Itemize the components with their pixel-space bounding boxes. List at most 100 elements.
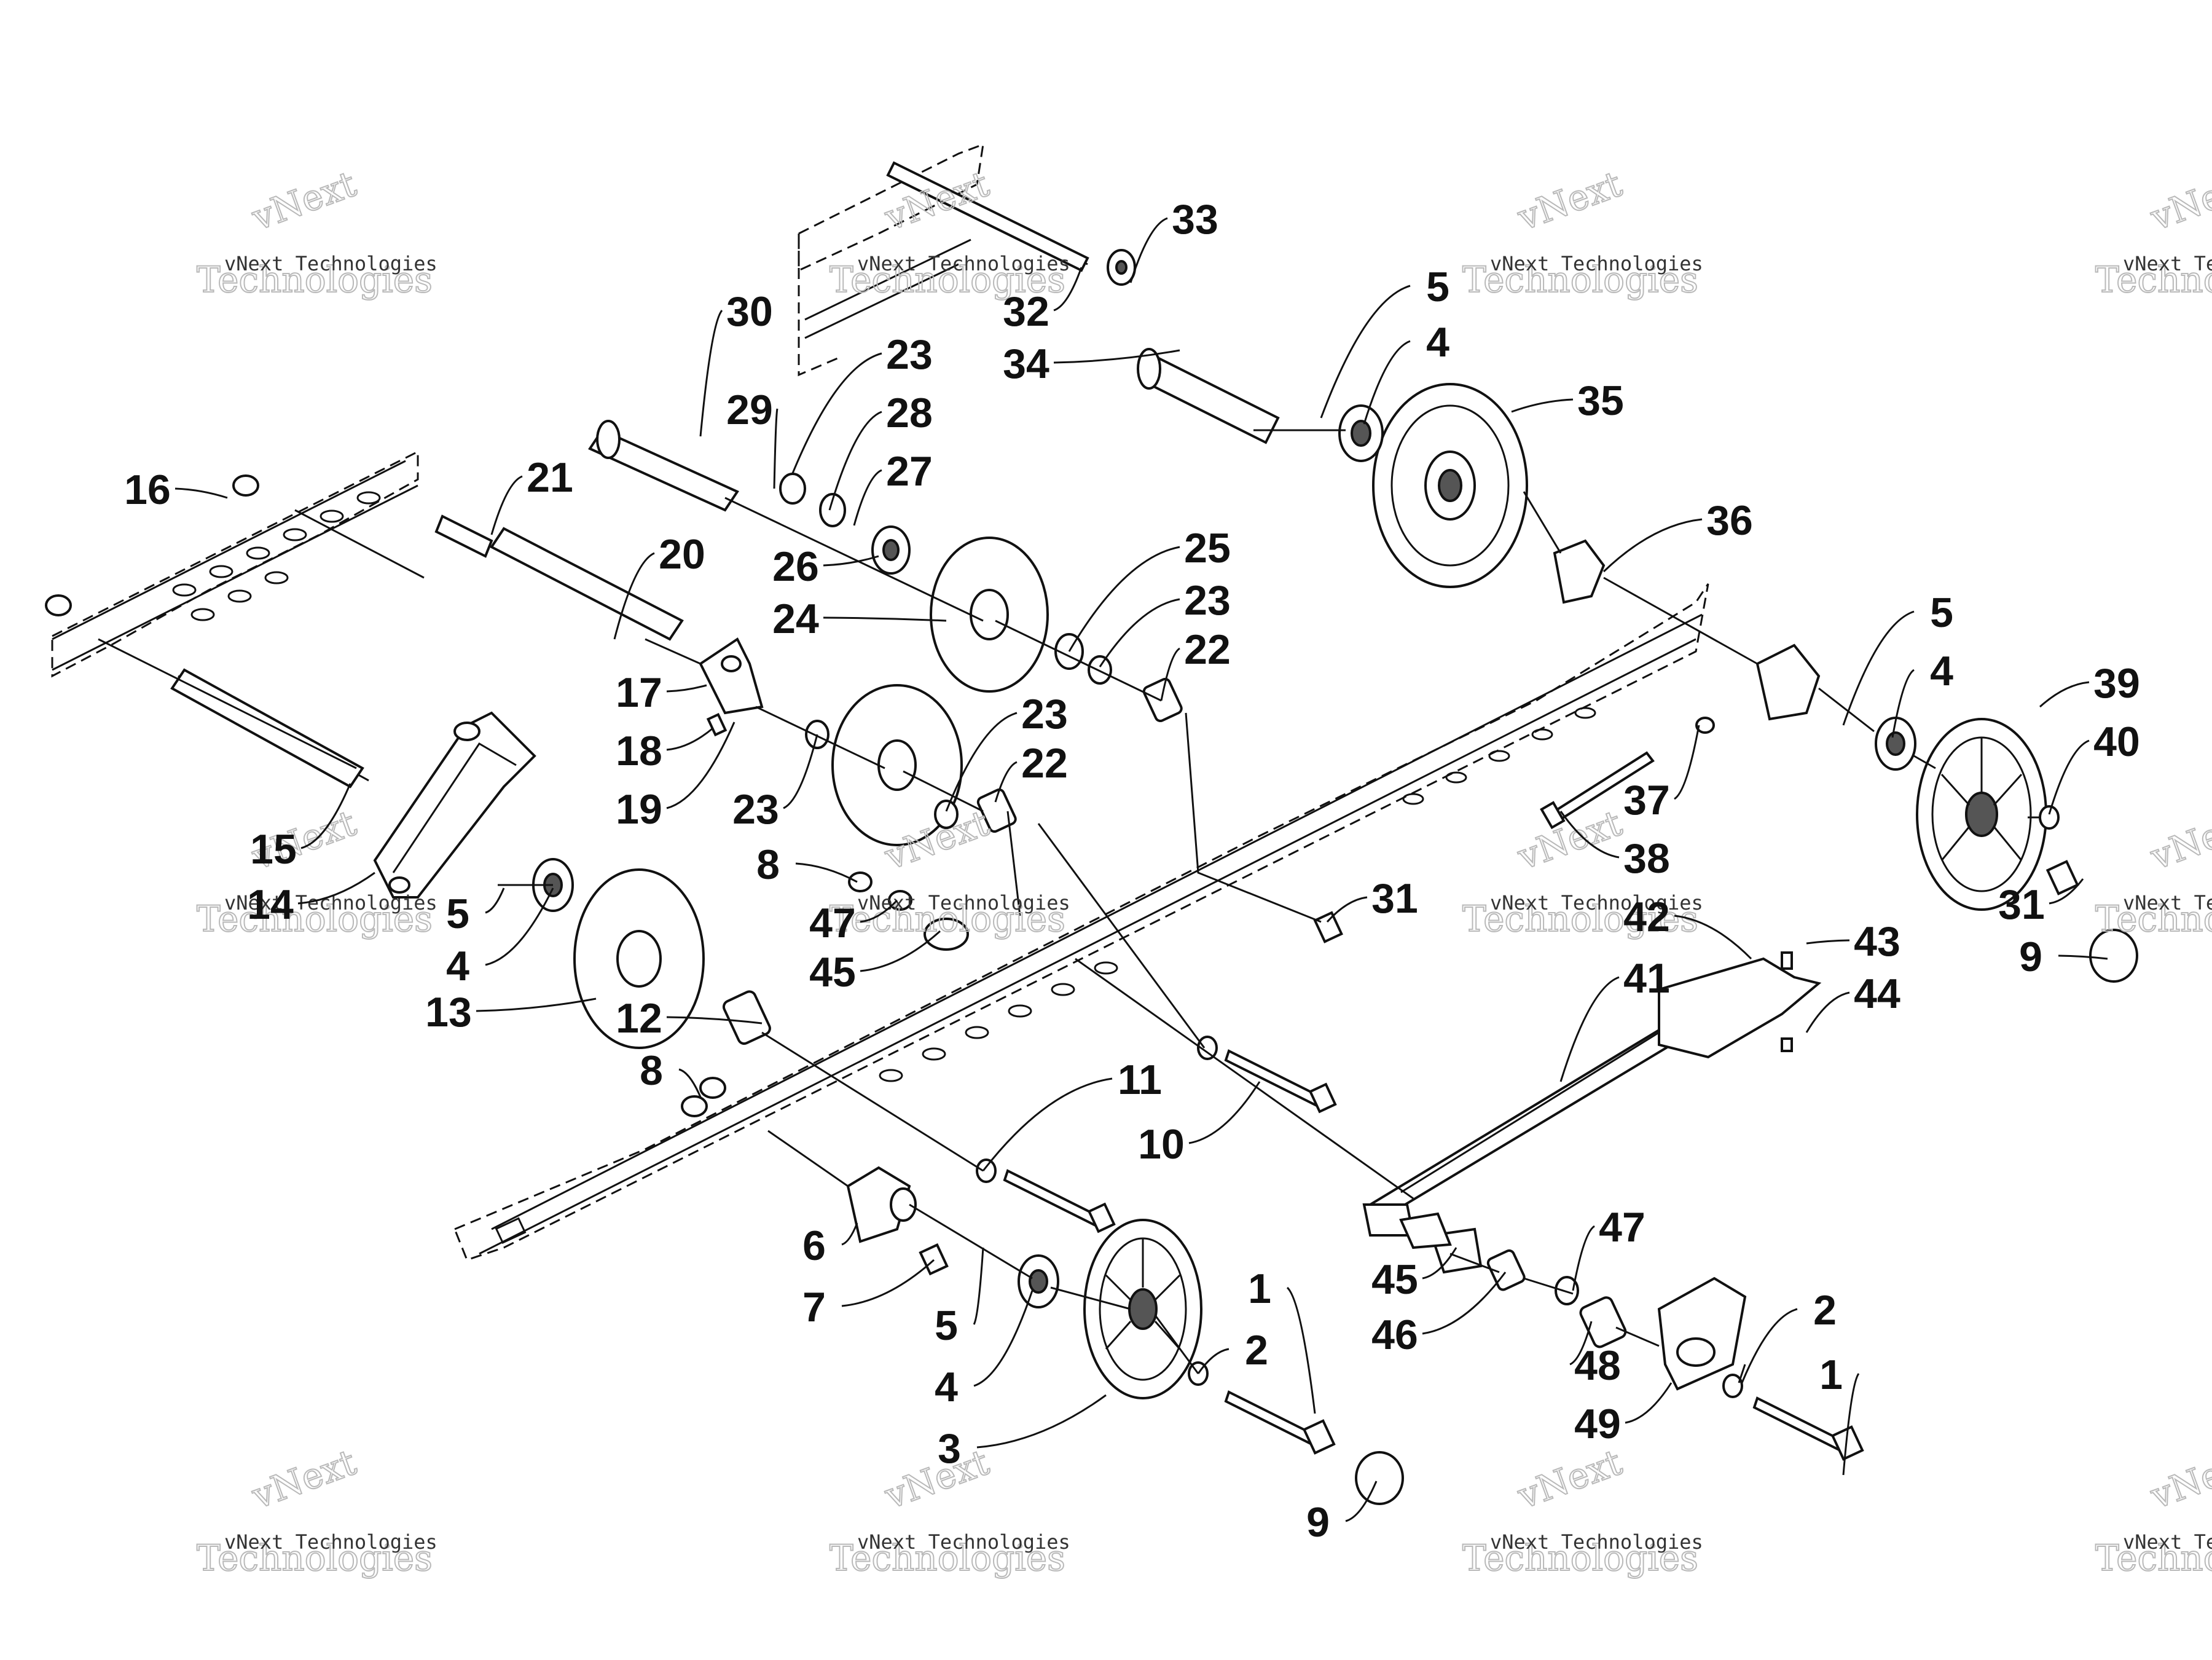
part-callout-4: 4 [446, 943, 469, 989]
part-callout-45: 45 [1371, 1256, 1418, 1303]
part-callout-31: 31 [1998, 881, 2045, 928]
leader-line [791, 352, 882, 474]
watermark-caption: vNext Technologies [857, 891, 1070, 915]
leader-line [2049, 878, 2084, 905]
part-callout-21: 21 [527, 454, 573, 501]
leader-line [1805, 991, 1850, 1033]
watermark-caption: vNext Tec [2123, 891, 2212, 915]
part-callout-10: 10 [1138, 1121, 1185, 1168]
leader-line [1068, 546, 1180, 652]
shafts [170, 161, 1280, 789]
watermark-caption: vNext Tec [2123, 1530, 2212, 1554]
leader-line [1572, 1225, 1595, 1291]
part-callout-7: 7 [802, 1284, 826, 1331]
part-callout-42: 42 [1623, 894, 1670, 940]
watermark-caption: vNext Technologies [1490, 1530, 1703, 1554]
leader-line [1674, 915, 1752, 960]
part-callout-17: 17 [616, 669, 662, 716]
leader-lines [175, 217, 2108, 1522]
part-callout-39: 39 [2093, 660, 2140, 707]
part-callout-30: 30 [726, 288, 773, 335]
leader-line [1559, 976, 1620, 1082]
leader-line [860, 930, 941, 972]
watermark-caption: vNext Technologies [857, 1530, 1070, 1554]
leader-line [678, 1068, 702, 1098]
part-callout-8: 8 [756, 841, 780, 888]
watermark-company: Technologies [1462, 259, 1698, 301]
part-callout-22: 22 [1021, 740, 1068, 787]
leader-line [1422, 1247, 1457, 1280]
part-callout-38: 38 [1623, 835, 1670, 882]
leader-line [666, 727, 713, 751]
watermark-brand: vNext [2145, 1441, 2212, 1517]
leader-line [1188, 1081, 1261, 1144]
leader-line [1053, 349, 1180, 364]
watermark-company: Technologies [197, 259, 433, 301]
watermark-company: Technologies [830, 1537, 1065, 1579]
watermark-brand: vNext [246, 163, 362, 239]
part-callout-41: 41 [1623, 955, 1670, 1002]
leader-line [1345, 1481, 1378, 1522]
watermark-caption: vNext Technologies [224, 891, 437, 915]
leader-line [828, 411, 882, 511]
part-callout-15: 15 [250, 826, 297, 873]
watermark-company: Technologies [197, 898, 433, 940]
caps [1355, 929, 2138, 1505]
part-callout-32: 32 [1003, 288, 1049, 335]
part-callout-16: 16 [124, 466, 171, 513]
part-callout-6: 6 [802, 1222, 826, 1269]
part-callout-23: 23 [886, 331, 933, 378]
watermark-caption: vNext Technologies [857, 252, 1070, 275]
leader-line [2058, 954, 2108, 960]
watermark-brand: vNext [879, 1441, 995, 1517]
leader-line [1674, 725, 1700, 800]
leader-line [1625, 1382, 1673, 1424]
part-callout-40: 40 [2093, 718, 2140, 765]
watermark-company: Technologies [830, 259, 1065, 301]
leader-line [1320, 285, 1411, 419]
leader-line [973, 1290, 1033, 1387]
leader-line [490, 475, 523, 535]
watermark-company: Technologies [1462, 898, 1698, 940]
leader-line [841, 1222, 858, 1246]
part-callout-4: 4 [1426, 319, 1449, 366]
part-callout-2: 2 [1245, 1327, 1268, 1374]
watermark-company: Technologies [2095, 898, 2212, 940]
watermark-company: Technologies [2095, 259, 2212, 301]
leader-line [175, 487, 228, 499]
leader-line [783, 734, 818, 809]
leader-line [982, 1077, 1113, 1171]
leader-line [1741, 1308, 1798, 1383]
watermark-brand: vNext [1512, 163, 1628, 239]
leader-line [1099, 598, 1180, 667]
part-callout-29: 29 [726, 387, 773, 433]
leader-line [860, 899, 898, 923]
leader-line [613, 552, 655, 640]
brackets [373, 539, 1821, 1391]
part-callout-23: 23 [1021, 691, 1068, 738]
part-callout-33: 33 [1172, 196, 1218, 243]
part-callout-1: 1 [1248, 1265, 1271, 1312]
leader-line [1286, 1286, 1316, 1414]
part-callout-48: 48 [1574, 1342, 1621, 1389]
part-callout-3: 3 [938, 1425, 961, 1472]
left-rail [51, 450, 419, 678]
watermark-caption: vNext Technologies [224, 252, 437, 275]
leader-line [1569, 1321, 1593, 1366]
part-callout-47: 47 [1599, 1204, 1645, 1251]
part-callout-27: 27 [886, 448, 933, 495]
part-callout-9: 9 [2019, 934, 2042, 980]
leader-line [1842, 1373, 1860, 1476]
watermark-company: Technologies [2095, 1537, 2212, 1579]
part-callout-37: 37 [1623, 777, 1670, 824]
small-parts [45, 249, 2060, 1398]
part-callout-2: 2 [1813, 1287, 1837, 1334]
watermark-company: Technologies [197, 1537, 433, 1579]
leader-line [666, 1016, 763, 1025]
leader-line [841, 1259, 935, 1307]
